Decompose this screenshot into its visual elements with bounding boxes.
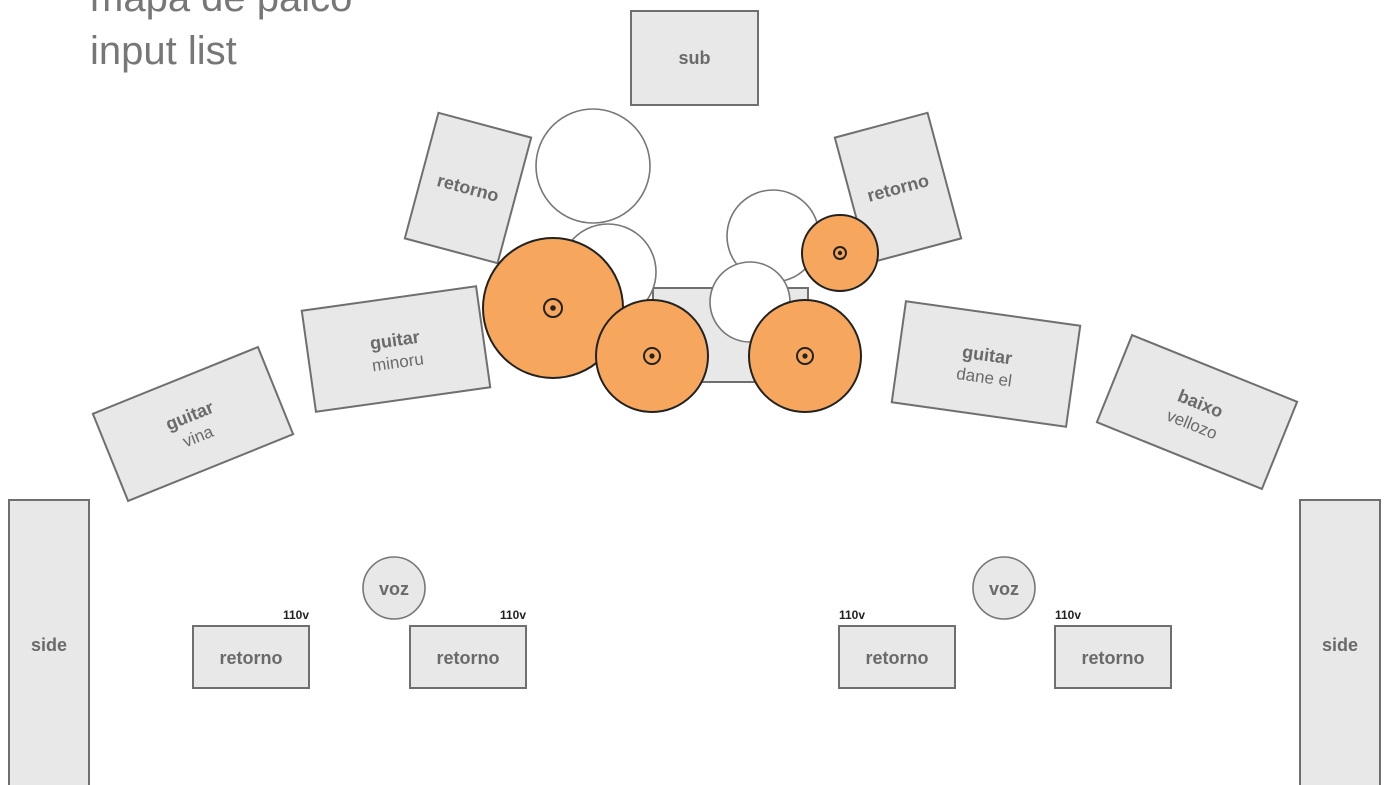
- floor-tom: [535, 108, 651, 224]
- front-monitor-4-voltage: 110v: [1055, 608, 1081, 622]
- page-subtitle: input list: [90, 29, 237, 73]
- front-monitor-2-label: retorno: [437, 648, 500, 668]
- front-monitor-1: retorno 110v: [192, 608, 310, 689]
- side-fill-left: side: [8, 499, 90, 785]
- vocal-mic-right: voz: [972, 556, 1036, 620]
- side-left-label: side: [31, 635, 67, 655]
- front-monitor-2-voltage: 110v: [500, 608, 526, 622]
- retorno-back-left: retorno: [403, 111, 533, 265]
- front-monitor-2: retorno 110v: [409, 608, 527, 689]
- front-monitor-3-voltage: 110v: [839, 608, 865, 622]
- front-monitor-4-label: retorno: [1082, 648, 1145, 668]
- guitar-amp-dane: guitar dane el: [890, 300, 1082, 428]
- cymbal-small: [801, 214, 879, 292]
- sub-label: sub: [678, 48, 710, 68]
- bass-amp-vellozo: baixo vellozo: [1095, 333, 1299, 491]
- front-monitor-4: retorno 110v: [1054, 608, 1172, 689]
- guitar-amp-vina: guitar vina: [91, 345, 295, 503]
- voz-left-label: voz: [379, 579, 409, 599]
- front-monitor-3: retorno 110v: [838, 608, 956, 689]
- guitar-amp-minoru: guitar minoru: [300, 285, 492, 413]
- front-monitor-1-voltage: 110v: [283, 608, 309, 622]
- cymbal-left: [595, 299, 709, 413]
- front-monitor-1-label: retorno: [220, 648, 283, 668]
- side-fill-right: side: [1299, 499, 1381, 785]
- page-title: mapa de palco: [90, 0, 352, 18]
- front-monitor-3-label: retorno: [866, 648, 929, 668]
- sub-speaker: sub: [630, 10, 759, 106]
- side-right-label: side: [1322, 635, 1358, 655]
- vocal-mic-left: voz: [362, 556, 426, 620]
- cymbal-right: [748, 299, 862, 413]
- voz-right-label: voz: [989, 579, 1019, 599]
